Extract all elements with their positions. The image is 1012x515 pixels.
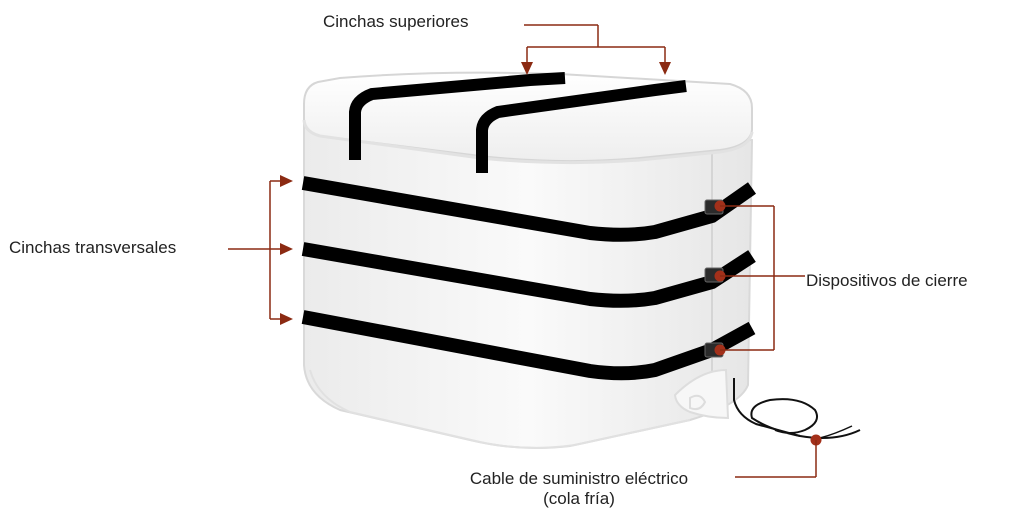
cross-strap-top xyxy=(301,176,757,242)
cross-strap-bottom xyxy=(301,310,756,381)
top-strap-right xyxy=(476,80,687,173)
label-cross-straps: Cinchas transversales xyxy=(9,238,177,257)
power-cable xyxy=(733,378,861,446)
closure-devices xyxy=(704,199,726,358)
top-strap-left xyxy=(349,72,566,160)
top-straps xyxy=(349,72,687,173)
jacket-flap xyxy=(673,368,730,420)
leader-lines xyxy=(228,24,817,478)
label-power-cable: Cable de suministro eléctrico (cola fría… xyxy=(443,469,715,509)
label-closure-devices: Dispositivos de cierre xyxy=(806,271,968,290)
label-power-cable-line2: (cola fría) xyxy=(543,489,615,508)
cross-straps xyxy=(301,176,757,381)
label-top-straps: Cinchas superiores xyxy=(323,12,469,31)
label-power-cable-line1: Cable de suministro eléctrico xyxy=(469,469,689,488)
cross-strap-middle xyxy=(301,242,756,308)
